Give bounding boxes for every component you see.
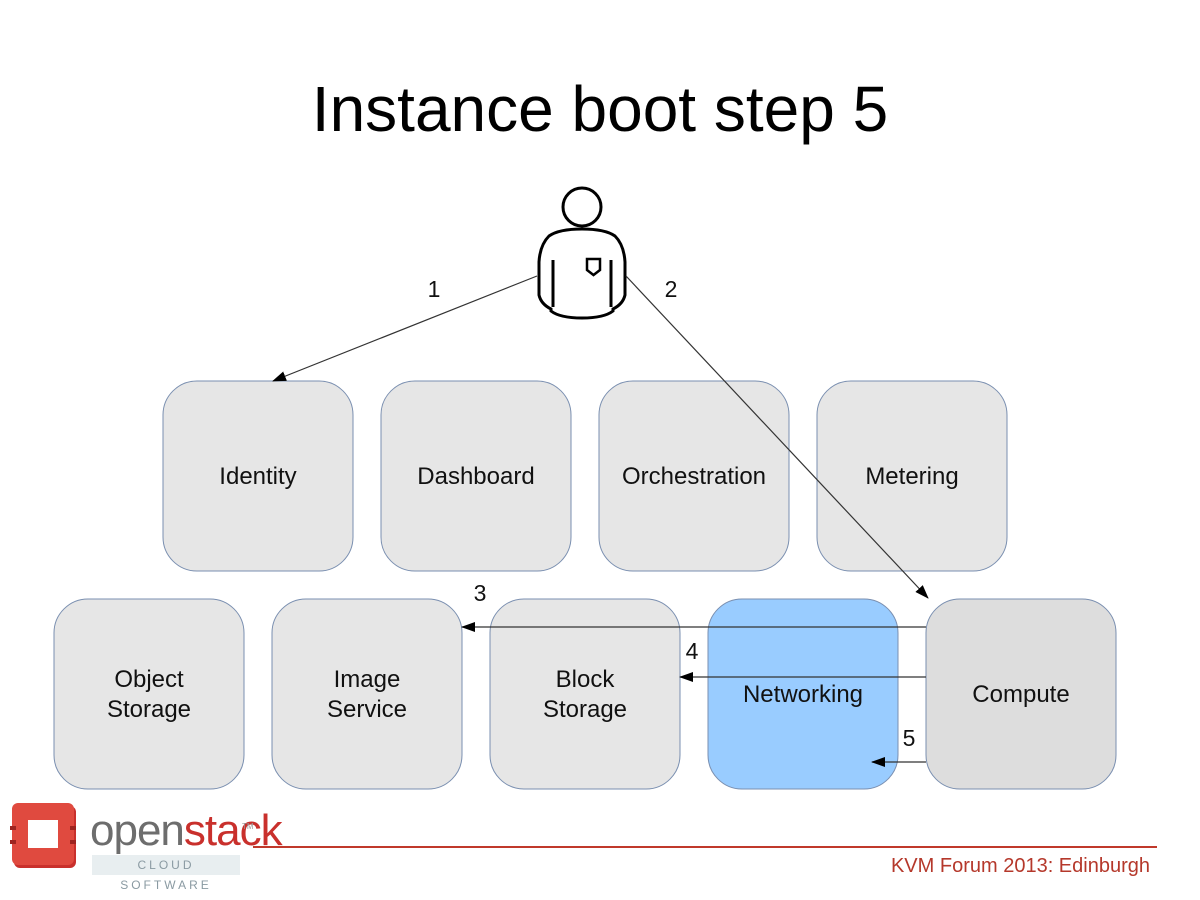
- service-label: Object: [114, 666, 184, 693]
- openstack-logo: openstack TM CLOUD SOFTWARE: [10, 800, 283, 892]
- openstack-cube-icon: [10, 803, 76, 868]
- logo-subtitle: CLOUD SOFTWARE: [92, 855, 240, 892]
- user-icon: [537, 186, 627, 320]
- service-box-identity: Identity: [162, 380, 354, 572]
- service-label: Identity: [219, 463, 296, 490]
- service-label: Storage: [107, 696, 191, 723]
- service-label: Storage: [543, 696, 627, 723]
- footer-text: KVM Forum 2013: Edinburgh: [890, 855, 1150, 877]
- service-box-orchestration: Orchestration: [598, 380, 790, 572]
- footer-divider: [253, 846, 1157, 848]
- service-label: Orchestration: [622, 463, 766, 490]
- step-number-3: 3: [474, 580, 487, 606]
- service-box-metering: Metering: [816, 380, 1008, 572]
- step-number-2: 2: [665, 276, 678, 302]
- step-number-5: 5: [903, 725, 916, 751]
- service-label: Dashboard: [417, 463, 534, 490]
- step-number-4: 4: [686, 638, 699, 664]
- service-label: Networking: [743, 681, 863, 708]
- service-box-networking: Networking: [707, 598, 899, 790]
- logo-wordmark: openstack: [90, 806, 283, 855]
- service-label: Metering: [865, 463, 958, 490]
- step-arrow-2: [625, 275, 929, 599]
- service-label: Block: [556, 666, 616, 693]
- step-arrow-1: [272, 275, 538, 382]
- service-label: Service: [327, 696, 407, 723]
- step-number-1: 1: [428, 276, 441, 302]
- slide-title: Instance boot step 5: [311, 73, 889, 145]
- service-box-compute: Compute: [925, 598, 1117, 790]
- service-label: Compute: [972, 681, 1069, 708]
- trademark: TM: [242, 822, 254, 831]
- service-label: Image: [334, 666, 401, 693]
- service-box-dashboard: Dashboard: [380, 380, 572, 572]
